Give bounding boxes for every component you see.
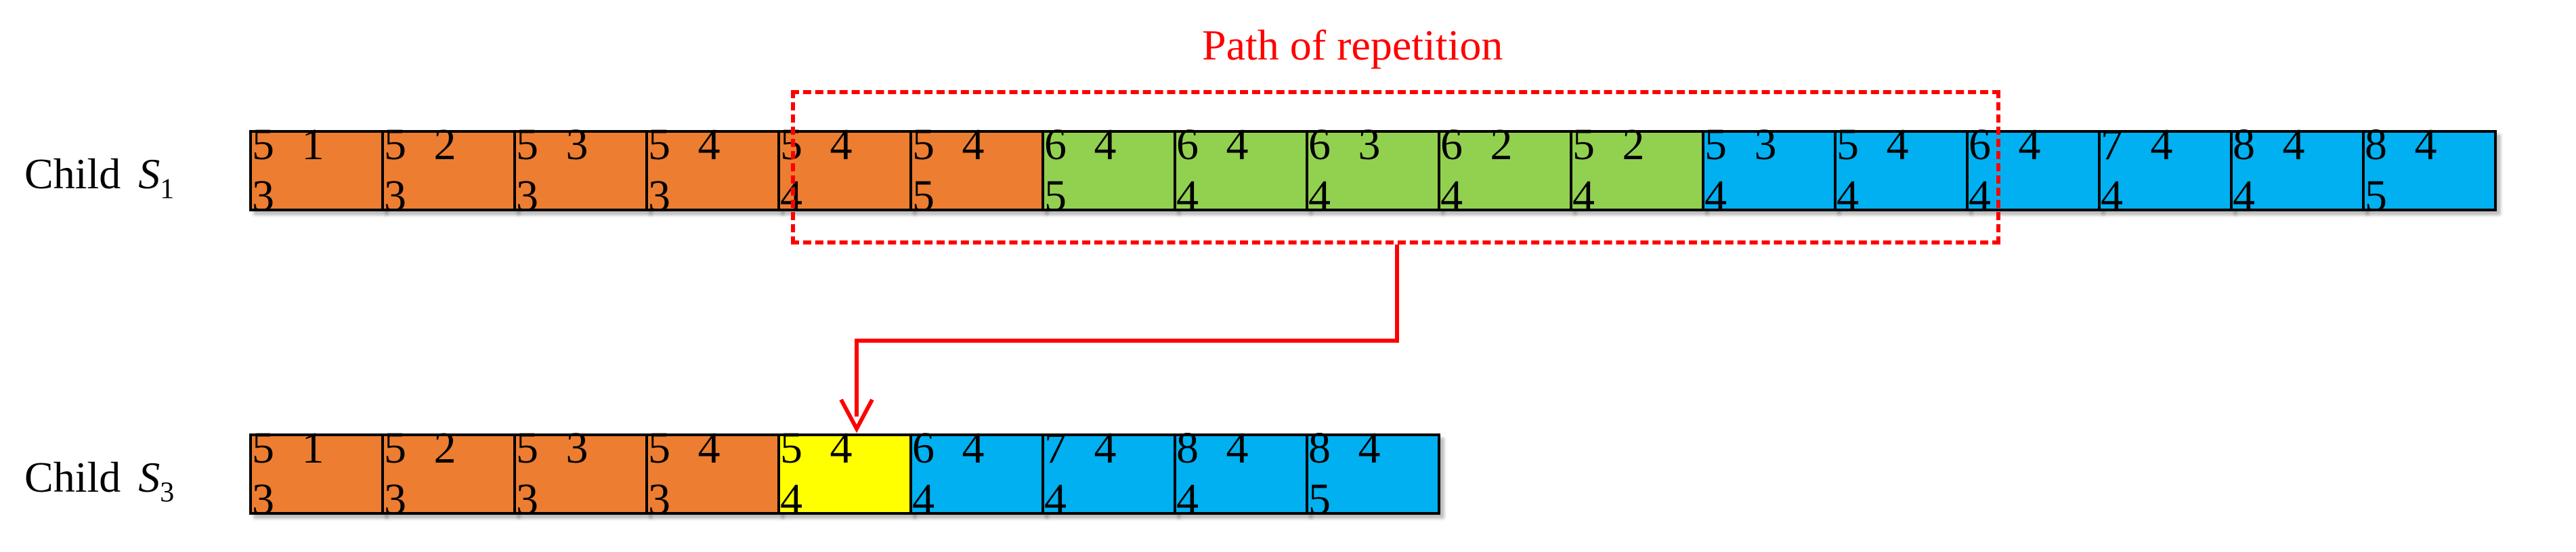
sequence-cell: 5 1 3 [249, 423, 384, 524]
sequence-cell: 5 4 4 [777, 423, 912, 524]
sequence-cell: 5 1 3 [249, 120, 384, 221]
connector-line [855, 245, 1399, 417]
repetition-selection-box [791, 90, 2000, 245]
sequence-cell: 8 4 5 [1306, 423, 1440, 524]
row-subscript: 3 [160, 477, 175, 509]
arrow-head-icon [839, 398, 874, 433]
row-label-child-s1: Child S1 [24, 149, 174, 206]
sequence-cell: 5 4 5 [909, 120, 1044, 221]
sequence-cell: 5 3 3 [513, 423, 648, 524]
sequence-cell: 8 4 5 [2362, 120, 2497, 221]
sequence-cell: 5 4 3 [645, 423, 780, 524]
row-label-text: Child [24, 150, 121, 198]
row-symbol: S [138, 150, 160, 198]
row-symbol: S [138, 453, 160, 501]
sequence-cell: 7 4 4 [1042, 423, 1176, 524]
sequence-cell: 5 4 3 [645, 120, 780, 221]
path-of-repetition-title: Path of repetition [1202, 21, 1503, 69]
sequence-cell: 8 4 4 [1174, 423, 1308, 524]
sequence-cell: 6 4 4 [909, 423, 1044, 524]
row-subscript: 1 [160, 173, 175, 205]
row-label-text: Child [24, 453, 121, 501]
row-label-child-s3: Child S3 [24, 452, 174, 509]
sequence-cell: 5 2 3 [381, 423, 516, 524]
sequence-cell: 5 4 4 [1834, 120, 1969, 221]
sequence-cell: 6 3 4 [1306, 120, 1440, 221]
